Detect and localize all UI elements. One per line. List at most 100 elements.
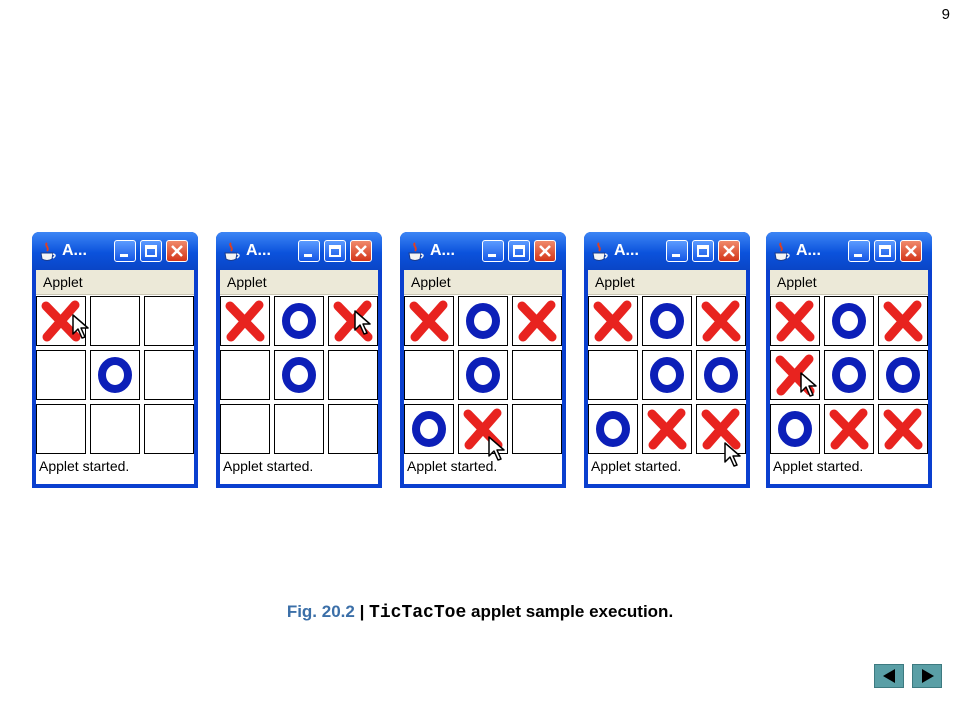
o-mark-icon <box>832 357 866 393</box>
maximize-button[interactable] <box>508 240 530 262</box>
applet-menu-label: Applet <box>595 274 635 290</box>
empty-cell[interactable] <box>588 350 638 400</box>
tictactoe-board <box>220 296 378 454</box>
x-mark-icon <box>701 408 741 450</box>
x-mark-cell[interactable] <box>878 296 928 346</box>
x-mark-cell[interactable] <box>696 404 746 454</box>
maximize-button[interactable] <box>692 240 714 262</box>
o-mark-cell[interactable] <box>696 350 746 400</box>
x-mark-cell[interactable] <box>404 296 454 346</box>
x-mark-cell[interactable] <box>824 404 874 454</box>
empty-cell[interactable] <box>144 350 194 400</box>
o-mark-icon <box>704 357 738 393</box>
title-bar[interactable]: A... <box>584 232 750 270</box>
empty-cell[interactable] <box>274 404 324 454</box>
empty-cell[interactable] <box>220 404 270 454</box>
close-icon <box>539 245 551 257</box>
maximize-button[interactable] <box>874 240 896 262</box>
title-bar[interactable]: A... <box>32 232 198 270</box>
o-mark-cell[interactable] <box>824 350 874 400</box>
maximize-icon <box>513 245 525 257</box>
o-mark-cell[interactable] <box>458 350 508 400</box>
status-text: Applet started. <box>223 458 314 474</box>
o-mark-icon <box>282 357 316 393</box>
title-bar[interactable]: A... <box>216 232 382 270</box>
maximize-button[interactable] <box>324 240 346 262</box>
close-button[interactable] <box>900 240 922 262</box>
empty-cell[interactable] <box>90 404 140 454</box>
o-mark-cell[interactable] <box>588 404 638 454</box>
x-mark-cell[interactable] <box>878 404 928 454</box>
o-mark-icon <box>886 357 920 393</box>
empty-cell[interactable] <box>328 404 378 454</box>
minimize-button[interactable] <box>482 240 504 262</box>
title-bar[interactable]: A... <box>400 232 566 270</box>
empty-cell[interactable] <box>404 350 454 400</box>
close-button[interactable] <box>534 240 556 262</box>
maximize-icon <box>329 245 341 257</box>
empty-cell[interactable] <box>144 296 194 346</box>
empty-cell[interactable] <box>220 350 270 400</box>
empty-cell[interactable] <box>90 296 140 346</box>
window-title: A... <box>62 242 87 259</box>
maximize-button[interactable] <box>140 240 162 262</box>
o-mark-cell[interactable] <box>824 296 874 346</box>
empty-cell[interactable] <box>512 404 562 454</box>
x-mark-icon <box>333 300 373 342</box>
o-mark-icon <box>650 357 684 393</box>
x-mark-cell[interactable] <box>696 296 746 346</box>
o-mark-cell[interactable] <box>878 350 928 400</box>
o-mark-icon <box>282 303 316 339</box>
x-mark-cell[interactable] <box>642 404 692 454</box>
close-button[interactable] <box>166 240 188 262</box>
x-mark-cell[interactable] <box>770 350 820 400</box>
x-mark-cell[interactable] <box>328 296 378 346</box>
applet-menu-bar: Applet <box>588 270 746 295</box>
figure-label: Fig. 20.2 <box>286 602 355 621</box>
previous-slide-button[interactable] <box>874 664 904 688</box>
status-text: Applet started. <box>773 458 864 474</box>
x-mark-icon <box>463 408 503 450</box>
minimize-button[interactable] <box>666 240 688 262</box>
x-mark-icon <box>225 300 265 342</box>
o-mark-cell[interactable] <box>274 350 324 400</box>
close-button[interactable] <box>718 240 740 262</box>
applet-menu-label: Applet <box>411 274 451 290</box>
o-mark-cell[interactable] <box>404 404 454 454</box>
close-button[interactable] <box>350 240 372 262</box>
minimize-button[interactable] <box>114 240 136 262</box>
empty-cell[interactable] <box>512 350 562 400</box>
title-bar[interactable]: A... <box>766 232 932 270</box>
x-mark-cell[interactable] <box>512 296 562 346</box>
next-slide-button[interactable] <box>912 664 942 688</box>
x-mark-cell[interactable] <box>588 296 638 346</box>
o-mark-cell[interactable] <box>642 350 692 400</box>
empty-cell[interactable] <box>36 404 86 454</box>
x-mark-cell[interactable] <box>220 296 270 346</box>
x-mark-icon <box>593 300 633 342</box>
maximize-icon <box>879 245 891 257</box>
applet-menu-bar: Applet <box>36 270 194 295</box>
o-mark-cell[interactable] <box>274 296 324 346</box>
empty-cell[interactable] <box>144 404 194 454</box>
x-mark-icon <box>701 300 741 342</box>
minimize-icon <box>304 254 312 257</box>
empty-cell[interactable] <box>328 350 378 400</box>
o-mark-cell[interactable] <box>642 296 692 346</box>
o-mark-cell[interactable] <box>90 350 140 400</box>
figure-caption: Fig. 20.2 | TicTacToe applet sample exec… <box>0 602 960 623</box>
o-mark-cell[interactable] <box>458 296 508 346</box>
window-title: A... <box>614 242 639 259</box>
o-mark-icon <box>650 303 684 339</box>
x-mark-cell[interactable] <box>770 296 820 346</box>
empty-cell[interactable] <box>36 350 86 400</box>
minimize-button[interactable] <box>848 240 870 262</box>
x-mark-cell[interactable] <box>36 296 86 346</box>
o-mark-cell[interactable] <box>770 404 820 454</box>
window-title: A... <box>430 242 455 259</box>
close-icon <box>723 245 735 257</box>
x-mark-cell[interactable] <box>458 404 508 454</box>
minimize-button[interactable] <box>298 240 320 262</box>
